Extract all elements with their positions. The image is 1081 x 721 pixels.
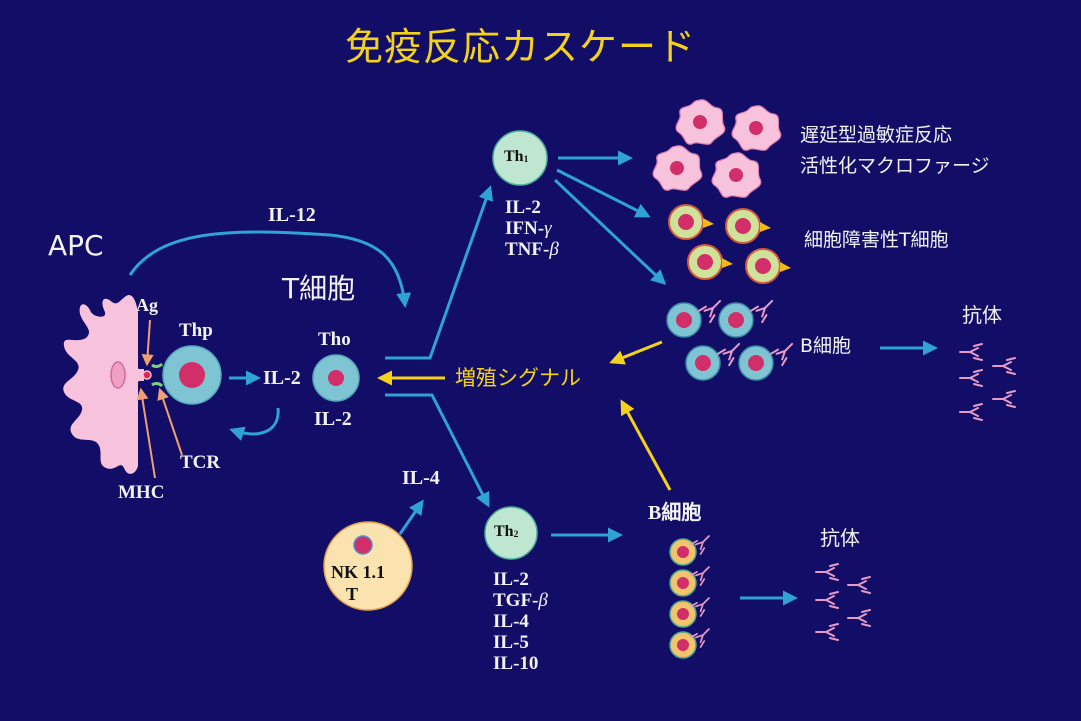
th1-cytokine: IL-2 xyxy=(505,197,541,218)
page-title: 免疫反応カスケード xyxy=(345,25,697,69)
apc-label: APC xyxy=(48,229,104,262)
cytotoxic-t-cell-cluster xyxy=(668,204,792,284)
tho-cell xyxy=(312,354,360,402)
antibody-cluster-th2 xyxy=(815,563,871,641)
th1-subscript: 1 xyxy=(523,154,529,165)
il2-thp-label: IL-2 xyxy=(263,367,301,389)
th1-to-bcell-arrow xyxy=(553,178,667,286)
proliferation-signal-label: 増殖シグナル xyxy=(455,366,581,390)
thp-label: Thp xyxy=(179,320,213,341)
th2-cell xyxy=(484,506,538,560)
b-cell-signal-arrow-bottom xyxy=(620,399,672,491)
antibody-cluster-th1 xyxy=(959,343,1016,421)
mhc-pointer xyxy=(136,387,156,479)
th2-b-cell-label: B細胞 xyxy=(648,502,702,524)
nk-to-il4-arrow xyxy=(398,499,424,535)
th2-antibody-label: 抗体 xyxy=(820,526,860,550)
th1-antibody-label: 抗体 xyxy=(962,303,1002,327)
th2-cytokine: IL-5 xyxy=(493,632,529,653)
th2-subscript: 2 xyxy=(513,529,519,540)
ag-pointer xyxy=(141,319,154,367)
th1-cell xyxy=(492,130,548,186)
th1-to-ctl-arrow xyxy=(556,168,651,218)
tho-il2-label: IL-2 xyxy=(314,408,352,430)
th1-cytokine-list: IL-2 IFN-γ TNF-β xyxy=(505,198,559,261)
th1-cytokine: TNF-β xyxy=(505,239,559,260)
tho-label: Tho xyxy=(318,329,351,350)
th2-cytokine-list: IL-2 TGF-β IL-4 IL-5 IL-10 xyxy=(493,570,548,675)
th1-b-cell-cluster xyxy=(666,294,799,381)
th1-cytokine: IFN-γ xyxy=(505,218,552,239)
tcr-label: TCR xyxy=(180,452,221,473)
tcr-receptor xyxy=(151,362,164,388)
th2-name: Th xyxy=(494,523,514,540)
b-cell-signal-arrow-top xyxy=(609,340,663,365)
il12-label: IL-12 xyxy=(268,204,316,226)
il12-arrow xyxy=(128,230,412,308)
ctl-label: 細胞障害性T細胞 xyxy=(804,229,949,251)
macrophage-label-line1: 遅延型過敏症反応 xyxy=(800,124,953,146)
macrophage-label-line2: 活性化マクロファージ xyxy=(800,155,990,177)
il2-feedback-arrow xyxy=(229,407,280,441)
tho-to-th1-arrow xyxy=(385,185,494,360)
nk-label-line2: T xyxy=(346,584,359,604)
th2-cytokine: IL-2 xyxy=(493,569,529,590)
macrophage-cluster xyxy=(652,99,782,198)
th1-b-cell-label: B細胞 xyxy=(800,335,852,357)
ag-label: Ag xyxy=(136,295,158,315)
il4-label: IL-4 xyxy=(402,467,440,489)
thp-cell xyxy=(162,345,222,405)
nk-label-line1: NK 1.1 xyxy=(331,562,385,582)
mhc-label: MHC xyxy=(118,482,165,503)
th2-cytokine: TGF-β xyxy=(493,590,548,611)
th2-cytokine: IL-4 xyxy=(493,611,529,632)
th2-b-cell-stack xyxy=(669,530,715,659)
th1-name: Th xyxy=(504,148,524,165)
tho-to-th2-arrow xyxy=(385,393,490,508)
th2-cytokine: IL-10 xyxy=(493,653,539,674)
antigen-dot xyxy=(142,370,152,380)
th1-label: Th1 xyxy=(504,149,528,165)
apc-cell xyxy=(63,294,144,474)
t-cell-label: T細胞 xyxy=(282,272,356,305)
nk-cell xyxy=(323,521,413,611)
tcr-pointer xyxy=(157,387,183,456)
th2-label: Th2 xyxy=(494,524,518,540)
